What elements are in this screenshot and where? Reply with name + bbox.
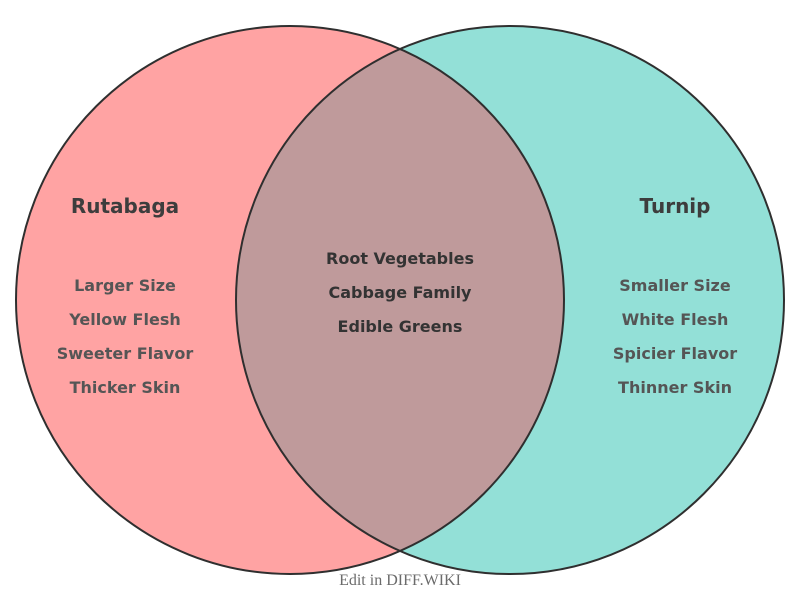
right-set-items: Smaller Size White Flesh Spicier Flavor … (613, 269, 737, 405)
list-item: Smaller Size (619, 276, 731, 295)
list-item: White Flesh (621, 310, 729, 329)
left-set-items: Larger Size Yellow Flesh Sweeter Flavor … (57, 269, 194, 405)
list-item: Thinner Skin (618, 378, 732, 397)
list-item: Edible Greens (337, 317, 463, 336)
left-set-title: Rutabaga (70, 194, 180, 218)
left-circle-outline (15, 25, 565, 575)
intersection-region (235, 49, 565, 551)
list-item: Spicier Flavor (612, 344, 738, 363)
right-set-title: Turnip (639, 194, 711, 218)
list-item: Thicker Skin (69, 378, 181, 397)
list-item: Root Vegetables (326, 249, 474, 268)
list-item: Larger Size (74, 276, 176, 295)
list-item: Cabbage Family (328, 283, 472, 302)
intersection-items: Root Vegetables Cabbage Family Edible Gr… (326, 242, 474, 344)
list-item: Sweeter Flavor (56, 344, 194, 363)
list-item: Yellow Flesh (69, 310, 181, 329)
right-circle-outline (235, 25, 785, 575)
edit-in-diffwiki-link[interactable]: Edit in DIFF.WIKI (339, 572, 461, 589)
